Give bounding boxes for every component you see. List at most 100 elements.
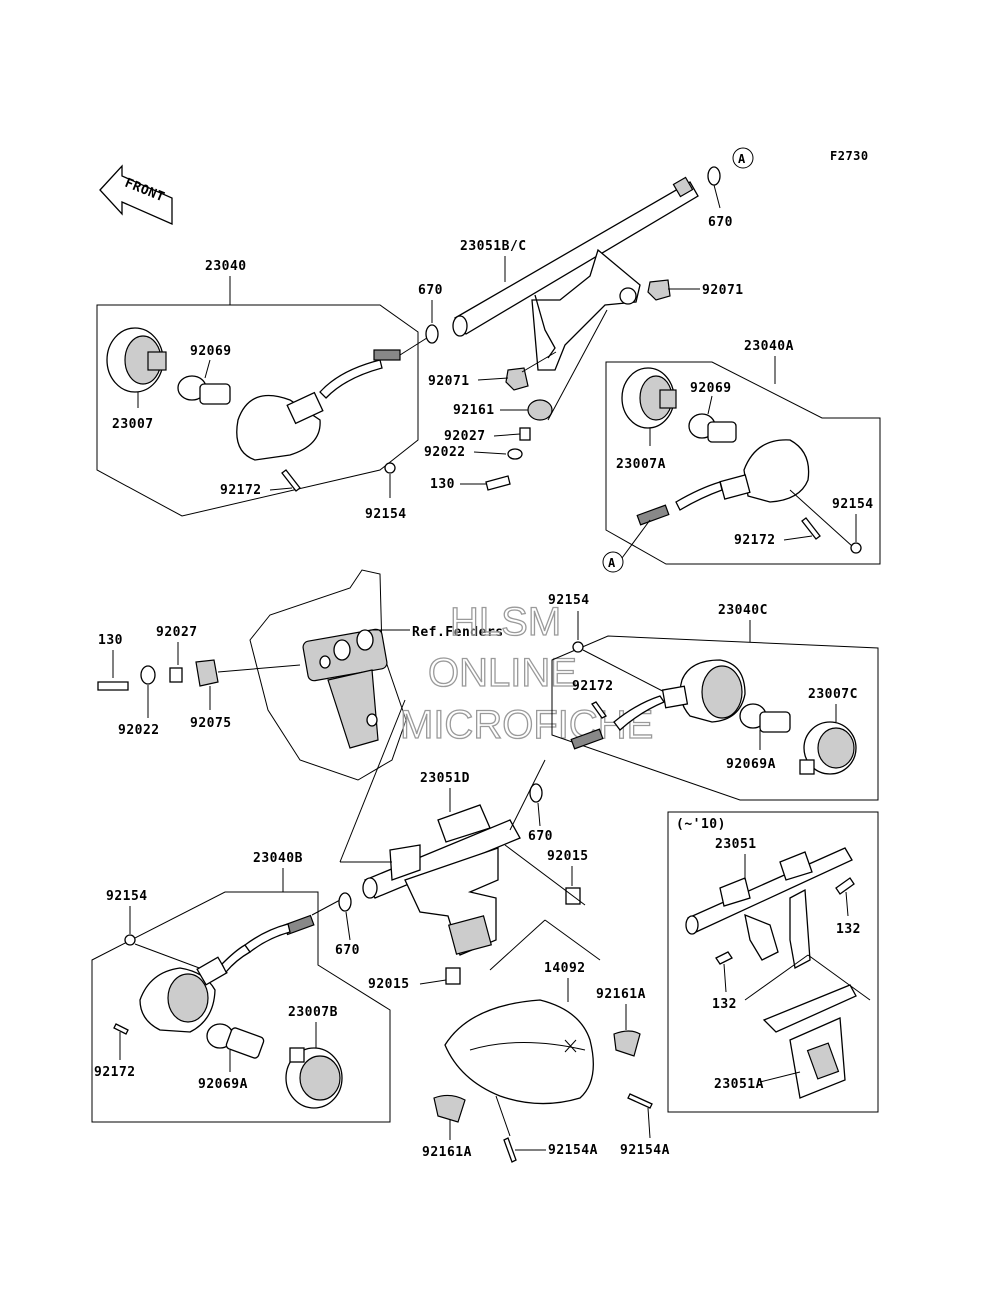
label-92154-left: 92154 bbox=[365, 507, 407, 522]
label-23007c: 23007C bbox=[808, 687, 858, 702]
front-arrow-icon: FRONT bbox=[99, 164, 173, 225]
watermark: HLSM ONLINE MICROFICHE bbox=[399, 599, 654, 747]
label-92154-bottom: 92154 bbox=[106, 889, 148, 904]
grommet-92161a-bottom bbox=[433, 1094, 466, 1123]
ref-circle-a-top-label: A bbox=[738, 152, 746, 166]
label-92172-middle: 92172 bbox=[572, 679, 614, 694]
collar-92027-left bbox=[169, 667, 183, 683]
bolt-130-left bbox=[97, 681, 129, 691]
label-92161a-right: 92161A bbox=[596, 987, 646, 1002]
o-ring-670-middle bbox=[529, 783, 543, 803]
screw-92154a-right bbox=[627, 1093, 653, 1109]
label-92027-left: 92027 bbox=[156, 625, 198, 640]
label-92069-right: 92069 bbox=[690, 381, 732, 396]
bulb-92069-right bbox=[688, 413, 737, 443]
grommet-92161a-right bbox=[613, 1030, 641, 1057]
label-92154a-bottom: 92154A bbox=[548, 1143, 598, 1158]
stay-23051 bbox=[685, 847, 853, 969]
label-92071-right: 92071 bbox=[702, 283, 744, 298]
label-23007b: 23007B bbox=[288, 1005, 338, 1020]
o-ring-670-left bbox=[425, 324, 439, 344]
label-92154-right: 92154 bbox=[832, 497, 874, 512]
label-670-top: 670 bbox=[708, 215, 733, 230]
turn-signal-body-left bbox=[236, 349, 401, 461]
box-23040 bbox=[96, 304, 419, 517]
label-670-left: 670 bbox=[418, 283, 443, 298]
label-92069-left: 92069 bbox=[190, 344, 232, 359]
screw-92154-middle bbox=[572, 641, 584, 653]
label-23040c: 23040C bbox=[718, 603, 768, 618]
lens-23007c bbox=[799, 721, 857, 775]
lamp-housing-23007 bbox=[106, 327, 167, 393]
label-92015-b: 92015 bbox=[368, 977, 410, 992]
screw-92154a-bottom bbox=[503, 1137, 517, 1163]
screw-92172-left bbox=[281, 469, 301, 492]
box-23040b bbox=[91, 891, 391, 1123]
figure-code: F2730 bbox=[830, 149, 869, 163]
turn-signal-body-bottom bbox=[139, 914, 315, 1033]
washer-92022-center bbox=[507, 448, 523, 460]
label-92069a-right: 92069A bbox=[726, 757, 776, 772]
label-23007a: 23007A bbox=[616, 457, 666, 472]
license-bracket-23051a bbox=[762, 984, 857, 1099]
label-23040a: 23040A bbox=[744, 339, 794, 354]
box-23040c bbox=[551, 635, 879, 801]
screw-92154-left bbox=[384, 462, 396, 474]
label-92172-left: 92172 bbox=[220, 483, 262, 498]
o-ring-670-top bbox=[707, 166, 721, 186]
label-23051d: 23051D bbox=[420, 771, 470, 786]
label-92154a-right: 92154A bbox=[620, 1143, 670, 1158]
label-132-right: 132 bbox=[836, 922, 861, 937]
license-cover-14092 bbox=[444, 999, 594, 1105]
grommet-92075 bbox=[195, 659, 219, 687]
label-130-left: 130 bbox=[98, 633, 123, 648]
svg-text:MICROFICHE: MICROFICHE bbox=[400, 703, 653, 747]
lens-23007b bbox=[285, 1047, 343, 1109]
grommet-92161 bbox=[527, 399, 553, 421]
fender-reference bbox=[249, 569, 407, 781]
label-23051a: 23051A bbox=[714, 1077, 764, 1092]
grommet-92071-right bbox=[647, 279, 671, 301]
bolt-132-left bbox=[715, 951, 733, 965]
label-92022-center: 92022 bbox=[424, 445, 466, 460]
label-23007: 23007 bbox=[112, 417, 154, 432]
screw-92172-right bbox=[801, 517, 821, 540]
screw-92154-right bbox=[850, 542, 862, 554]
label-92172-right: 92172 bbox=[734, 533, 776, 548]
svg-text:ONLINE: ONLINE bbox=[428, 651, 577, 695]
box-23040a bbox=[605, 361, 881, 565]
bulb-92069a-right bbox=[739, 703, 791, 733]
ref-circle-a-top bbox=[732, 147, 754, 169]
label-23040b: 23040B bbox=[253, 851, 303, 866]
label-92172-bottom: 92172 bbox=[94, 1065, 136, 1080]
svg-text:HLSM: HLSM bbox=[450, 600, 561, 644]
label-92154-middle: 92154 bbox=[548, 593, 590, 608]
label-92027-center: 92027 bbox=[444, 429, 486, 444]
turn-signal-body-middle bbox=[570, 659, 746, 750]
label-670-bottom: 670 bbox=[335, 943, 360, 958]
collar-92015-b bbox=[445, 967, 461, 985]
label-23051: 23051 bbox=[715, 837, 757, 852]
bulb-92069a-bottom bbox=[206, 1023, 265, 1059]
label-92161: 92161 bbox=[453, 403, 495, 418]
inset-box bbox=[667, 811, 879, 1113]
collar-92027-center bbox=[519, 427, 531, 441]
bulb-92069-left bbox=[177, 375, 231, 405]
bolt-132-right bbox=[835, 877, 855, 895]
label-92161a-bottom: 92161A bbox=[422, 1145, 472, 1160]
screw-92172-bottom bbox=[113, 1023, 129, 1035]
stay-23051d bbox=[362, 804, 521, 956]
label-23040: 23040 bbox=[205, 259, 247, 274]
label-132-left: 132 bbox=[712, 997, 737, 1012]
ref-circle-a-bottom-label: A bbox=[608, 556, 616, 570]
turn-signal-body-right bbox=[636, 439, 810, 526]
ref-circle-a-bottom bbox=[602, 551, 624, 573]
turn-signal-stay-23051bc bbox=[452, 176, 699, 371]
bolt-130-center bbox=[485, 475, 511, 491]
screw-92154-bottom bbox=[124, 934, 136, 946]
label-130-center: 130 bbox=[430, 477, 455, 492]
ref-fenders-note: Ref.Fenders bbox=[412, 625, 504, 640]
label-92022-left: 92022 bbox=[118, 723, 160, 738]
o-ring-670-bottom bbox=[338, 892, 352, 912]
